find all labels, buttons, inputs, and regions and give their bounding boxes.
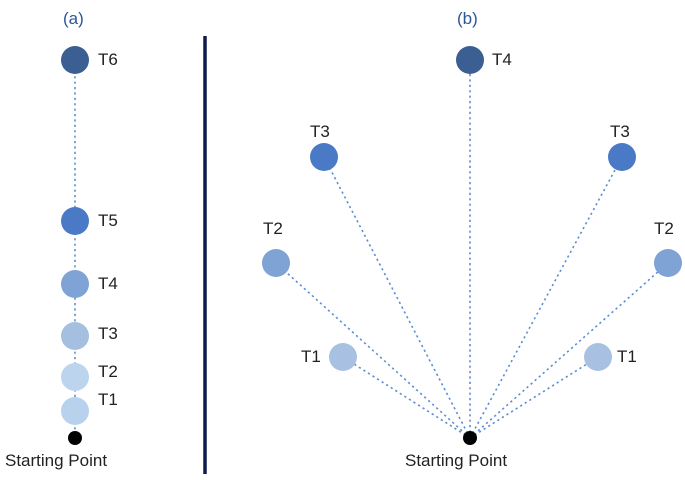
panel-a-node-T3-circle bbox=[61, 322, 89, 350]
panel-a-node-T1: T1 bbox=[61, 390, 118, 425]
panel-b-edge-right-T3 bbox=[469, 156, 623, 439]
panel-b-node-right-T1: T1 bbox=[584, 343, 637, 371]
panel-b-edge-left-T1 bbox=[342, 356, 471, 439]
panel-a-node-T5-circle bbox=[61, 207, 89, 235]
panel-b-edge-left-T3 bbox=[323, 156, 471, 439]
panel-b: (b) T1 T2 T3 T4 T3 bbox=[262, 9, 682, 470]
panel-a-label: (a) bbox=[63, 9, 84, 28]
panel-b-edge-left-T2 bbox=[275, 262, 471, 439]
panel-b-edge-right-T2 bbox=[469, 262, 669, 439]
panel-a-node-T5: T5 bbox=[61, 207, 118, 235]
panel-b-node-right-T2: T2 bbox=[654, 219, 682, 277]
panel-a-start-label: Starting Point bbox=[5, 451, 107, 470]
panel-b-start-point bbox=[463, 431, 477, 445]
panel-b-node-right-T1-circle bbox=[584, 343, 612, 371]
panel-a-node-T5-label: T5 bbox=[98, 211, 118, 230]
panel-a-node-T6: T6 bbox=[61, 46, 118, 74]
panel-b-node-right-T2-label: T2 bbox=[654, 219, 674, 238]
panel-b-node-left-T2-circle bbox=[262, 249, 290, 277]
panel-a: (a) T1 T2 T3 T4 T5 T6 Starting Point bbox=[5, 9, 118, 470]
panel-a-node-T1-circle bbox=[61, 397, 89, 425]
panel-a-node-T6-circle bbox=[61, 46, 89, 74]
panel-b-node-left-T1-circle bbox=[329, 343, 357, 371]
panel-b-node-left-T1-label: T1 bbox=[301, 347, 321, 366]
panel-b-node-left-T2-label: T2 bbox=[263, 219, 283, 238]
panel-a-node-T1-label: T1 bbox=[98, 390, 118, 409]
panel-a-node-T4-label: T4 bbox=[98, 274, 118, 293]
panel-b-node-right-T1-label: T1 bbox=[617, 347, 637, 366]
panel-a-node-T6-label: T6 bbox=[98, 50, 118, 69]
panel-b-node-T4: T4 bbox=[456, 46, 512, 74]
panel-b-node-T4-label: T4 bbox=[492, 50, 512, 69]
panel-b-edges bbox=[275, 60, 669, 439]
panel-a-node-T4: T4 bbox=[61, 270, 118, 298]
panel-a-node-T4-circle bbox=[61, 270, 89, 298]
panel-a-node-T2: T2 bbox=[61, 362, 118, 391]
panel-a-node-T3-label: T3 bbox=[98, 324, 118, 343]
panel-a-node-T2-circle bbox=[61, 363, 89, 391]
panel-a-start-point bbox=[68, 431, 82, 445]
panel-b-node-right-T3-label: T3 bbox=[610, 122, 630, 141]
panel-b-label: (b) bbox=[457, 9, 478, 28]
panel-a-node-T2-label: T2 bbox=[98, 362, 118, 381]
panel-b-node-left-T3-circle bbox=[310, 143, 338, 171]
panel-b-node-left-T3-label: T3 bbox=[310, 122, 330, 141]
panel-b-node-right-T3: T3 bbox=[608, 122, 636, 171]
panel-b-node-T4-circle bbox=[456, 46, 484, 74]
panel-b-node-left-T3: T3 bbox=[310, 122, 338, 171]
panel-b-node-left-T2: T2 bbox=[262, 219, 290, 277]
panel-b-edge-right-T1 bbox=[469, 356, 599, 439]
panel-a-node-T3: T3 bbox=[61, 322, 118, 350]
panel-b-start-label: Starting Point bbox=[405, 451, 507, 470]
panel-b-node-left-T1: T1 bbox=[301, 343, 357, 371]
panel-b-node-right-T2-circle bbox=[654, 249, 682, 277]
panel-b-node-right-T3-circle bbox=[608, 143, 636, 171]
